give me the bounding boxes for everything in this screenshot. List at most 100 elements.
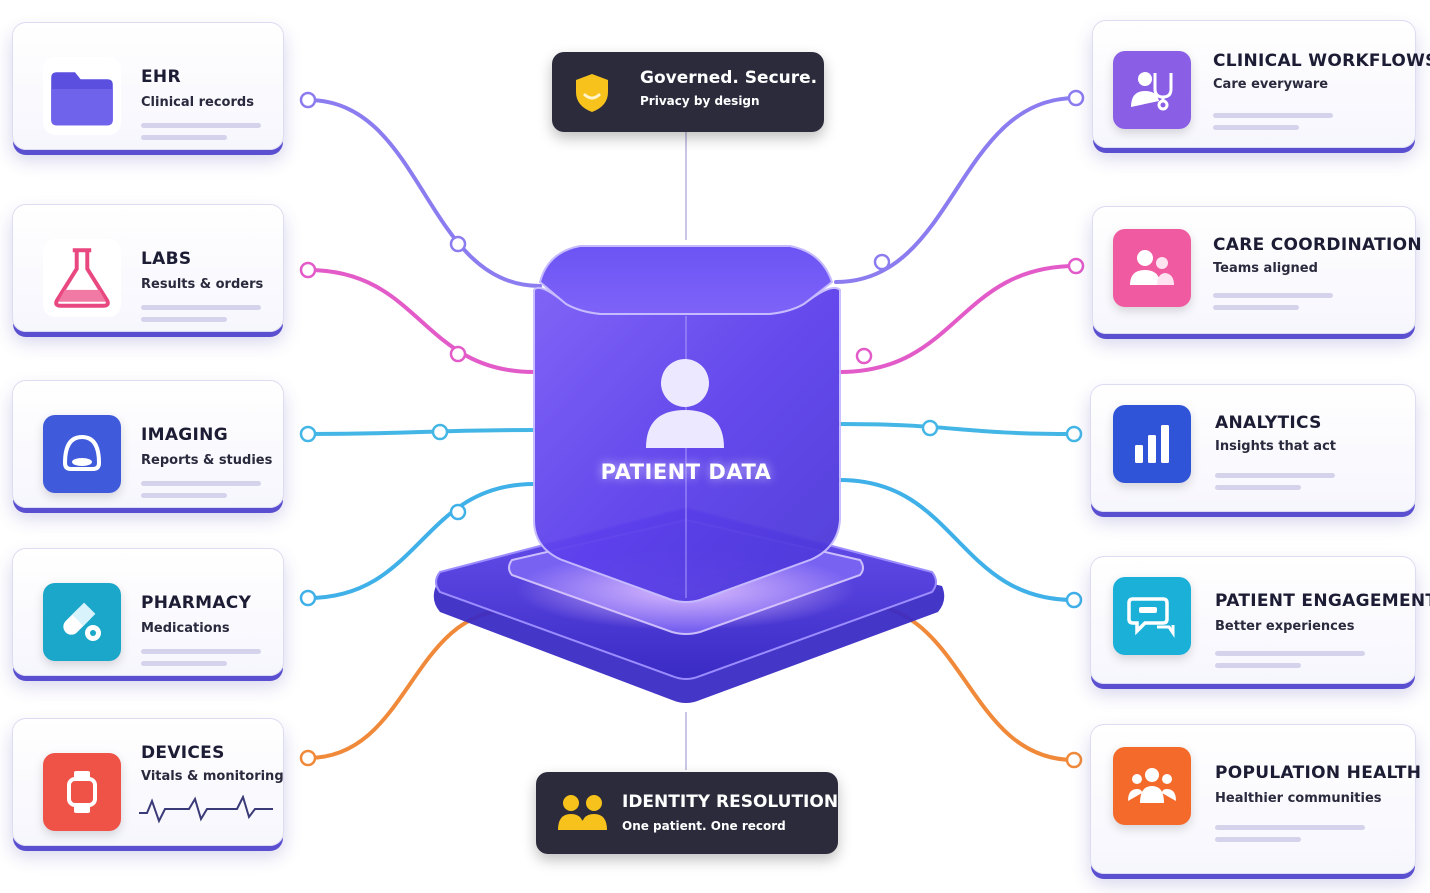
hub-label: PATIENT DATA — [600, 460, 772, 484]
heartbeat-icon — [139, 795, 273, 824]
connector-endpoint — [1067, 257, 1085, 275]
placeholder-line — [141, 135, 227, 140]
placeholder-line — [1215, 663, 1301, 668]
card-title: CARE COORDINATION — [1213, 235, 1422, 255]
placeholder-line — [141, 493, 227, 498]
connector-patient-engagement — [838, 478, 1076, 602]
card-imaging[interactable]: IMAGING Reports & studies — [12, 380, 284, 508]
connector-endpoint — [299, 261, 317, 279]
folder-icon — [51, 72, 113, 126]
connector-node — [449, 345, 467, 363]
card-devices[interactable]: DEVICES Vitals & monitoring — [12, 718, 284, 846]
placeholder-line — [1215, 485, 1301, 490]
badge-title: IDENTITY RESOLUTION — [622, 792, 839, 812]
bar-chart-icon — [1135, 425, 1169, 463]
placeholder-line — [1213, 293, 1333, 298]
placeholder-line — [1215, 651, 1365, 656]
connector-imaging — [306, 428, 536, 436]
tile — [1113, 229, 1191, 307]
placeholder-line — [141, 317, 227, 322]
card-patient-engagement[interactable]: PATIENT ENGAGEMENT Better experiences — [1090, 556, 1430, 684]
card-subtitle: Reports & studies — [141, 453, 273, 468]
connector-node — [431, 423, 449, 441]
clinician-icon — [1131, 72, 1173, 111]
badge-subtitle: Privacy by design — [640, 94, 760, 108]
connector-endpoint — [299, 589, 317, 607]
card-subtitle: Teams aligned — [1213, 261, 1318, 276]
tile — [43, 753, 121, 831]
placeholder-line — [1213, 113, 1333, 118]
card-pharmacy[interactable]: PHARMACY Medications — [12, 548, 284, 676]
people-icon — [558, 795, 607, 830]
tile — [43, 57, 121, 135]
tile — [1113, 405, 1191, 483]
identity-resolution-badge: IDENTITY RESOLUTION One patient. One rec… — [536, 772, 838, 854]
card-subtitle: Medications — [141, 621, 230, 636]
badge-title: Governed. Secure. — [640, 68, 818, 88]
placeholder-line — [1215, 825, 1365, 830]
card-title: CLINICAL WORKFLOWS — [1213, 51, 1430, 71]
connector-endpoint — [1065, 425, 1083, 443]
connector-clinical-workflows — [834, 96, 1078, 284]
card-title: LABS — [141, 249, 192, 269]
connector-endpoint — [299, 425, 317, 443]
connector-endpoint — [1067, 89, 1085, 107]
tile — [43, 239, 121, 317]
card-subtitle: Healthier communities — [1215, 791, 1382, 806]
placeholder-line — [141, 649, 261, 654]
shield-icon — [576, 74, 608, 112]
connector-endpoint — [1065, 751, 1083, 769]
placeholder-line — [1213, 305, 1299, 310]
card-title: PATIENT ENGAGEMENT — [1215, 591, 1430, 611]
pills-icon — [63, 602, 101, 641]
governed-secure-badge: Governed. Secure. Privacy by design — [552, 52, 824, 132]
card-title: IMAGING — [141, 425, 228, 445]
card-title: PHARMACY — [141, 593, 252, 613]
connector-node — [873, 253, 891, 271]
people-icon — [1130, 250, 1174, 285]
connector-node — [449, 235, 467, 253]
card-subtitle: Results & orders — [141, 277, 264, 292]
connector-pharmacy — [306, 482, 536, 600]
placeholder-line — [1215, 473, 1335, 478]
connector-endpoint — [299, 91, 317, 109]
card-ehr[interactable]: EHR Clinical records — [12, 22, 284, 150]
placeholder-line — [141, 123, 261, 128]
hub-cube-top — [538, 245, 834, 315]
placeholder-line — [1213, 125, 1299, 130]
chat-icon — [1127, 597, 1175, 638]
patient-icon — [646, 359, 724, 448]
tile — [1113, 51, 1191, 129]
card-population-health[interactable]: POPULATION HEALTH Healthier communities — [1090, 724, 1421, 874]
card-subtitle: Insights that act — [1215, 439, 1336, 454]
community-icon — [1128, 768, 1176, 803]
card-analytics[interactable]: ANALYTICS Insights that act — [1090, 384, 1416, 512]
tile — [1113, 747, 1191, 825]
card-subtitle: Clinical records — [141, 95, 254, 110]
tile — [1113, 577, 1191, 655]
card-care-coordination[interactable]: CARE COORDINATION Teams aligned — [1092, 206, 1422, 334]
watch-icon — [67, 771, 97, 813]
connector-ehr — [306, 98, 542, 288]
card-title: ANALYTICS — [1215, 413, 1322, 433]
connector-node — [449, 503, 467, 521]
connector-care-coordination — [838, 264, 1078, 374]
connector-node — [855, 347, 873, 365]
card-subtitle: Better experiences — [1215, 619, 1355, 634]
connector-analytics — [838, 422, 1076, 436]
card-clinical-workflows[interactable]: CLINICAL WORKFLOWS Care everyware — [1092, 20, 1430, 148]
card-subtitle: Vitals & monitoring — [141, 769, 284, 784]
card-labs[interactable]: LABS Results & orders — [12, 204, 284, 332]
flask-icon — [54, 248, 110, 308]
tile — [43, 415, 121, 493]
badge-subtitle: One patient. One record — [622, 819, 786, 833]
scanner-icon — [62, 434, 102, 471]
placeholder-line — [1215, 837, 1301, 842]
connector-endpoint — [1065, 591, 1083, 609]
connector-labs — [306, 268, 536, 374]
placeholder-line — [141, 481, 261, 486]
card-title: DEVICES — [141, 743, 225, 763]
